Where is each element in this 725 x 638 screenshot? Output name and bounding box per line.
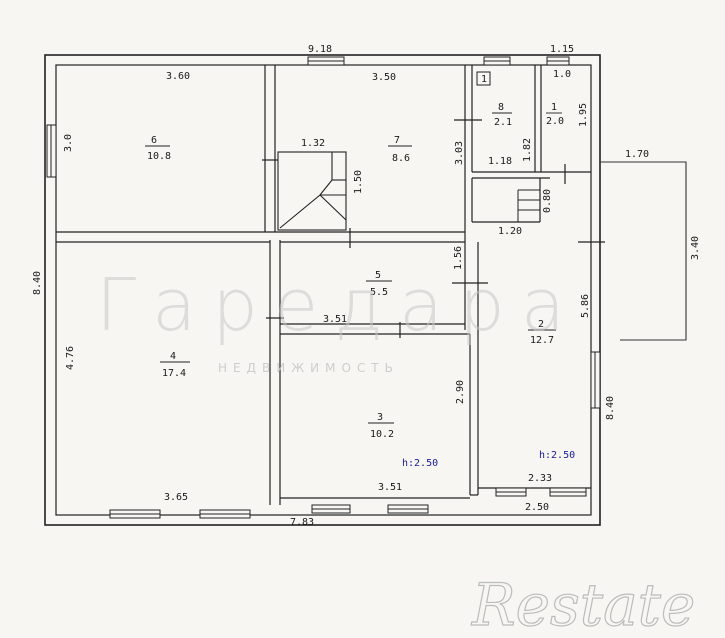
dim-r3-width: 3.51 bbox=[378, 482, 402, 493]
room-2-number: 2 bbox=[538, 319, 544, 330]
dim-r7-width: 3.50 bbox=[372, 72, 396, 83]
dim-r1-width: 1.0 bbox=[553, 69, 571, 80]
dim-r7-height: 3.03 bbox=[454, 141, 465, 165]
dim-r5-width: 3.51 bbox=[323, 314, 347, 325]
room-6-area: 10.8 bbox=[147, 151, 171, 162]
room-4-area: 17.4 bbox=[162, 368, 186, 379]
small-marked-box bbox=[476, 71, 491, 86]
room-4-number: 4 bbox=[170, 351, 176, 362]
dim-bottom-left: 7.83 bbox=[290, 517, 314, 528]
dim-r6-width: 3.60 bbox=[166, 71, 190, 82]
dim-porch-width: 1.70 bbox=[625, 149, 649, 160]
room-7-area: 8.6 bbox=[392, 153, 410, 164]
watermark-logo: Restate bbox=[471, 571, 695, 638]
room-2-area: 12.7 bbox=[530, 335, 554, 346]
dim-r5-height: 1.56 bbox=[453, 246, 464, 270]
room-2-ceiling: h:2.50 bbox=[539, 450, 575, 461]
dim-top-total: 9.18 bbox=[308, 44, 332, 55]
dim-r8-height: 1.82 bbox=[522, 138, 533, 162]
room-8-area: 2.1 bbox=[494, 117, 512, 128]
dim-hall-width: 1.20 bbox=[498, 226, 522, 237]
windows bbox=[46, 56, 601, 519]
room-5-number: 5 bbox=[375, 270, 381, 281]
dim-right-total: 8.40 bbox=[605, 396, 616, 420]
room-8-number: 8 bbox=[498, 102, 504, 113]
dim-r4-height: 4.76 bbox=[65, 346, 76, 370]
staircase bbox=[277, 151, 347, 231]
dim-r3-height: 2.90 bbox=[455, 380, 466, 404]
dim-r1-height: 1.95 bbox=[578, 103, 589, 127]
dim-r2-height: 5.86 bbox=[580, 294, 591, 318]
room-1-area: 2.0 bbox=[546, 116, 564, 127]
room-6-number: 6 bbox=[151, 135, 157, 146]
dim-r8-width: 1.18 bbox=[488, 156, 512, 167]
dim-top-right: 1.15 bbox=[550, 44, 574, 55]
room-3-ceiling: h:2.50 bbox=[402, 458, 438, 469]
small-mark-label: 1 bbox=[481, 74, 487, 85]
dim-r6-height: 3.0 bbox=[63, 134, 74, 152]
door-marks bbox=[262, 119, 605, 338]
dim-left-total: 8.40 bbox=[32, 271, 43, 295]
watermark-agency-sub: НЕДВИЖИМОСТЬ bbox=[218, 361, 399, 375]
watermark-agency: Гаредара bbox=[96, 263, 581, 347]
dim-bottom-right: 2.50 bbox=[525, 502, 549, 513]
room-3-area: 10.2 bbox=[370, 429, 394, 440]
dim-porch-height: 3.40 bbox=[690, 236, 701, 260]
porch-outline bbox=[600, 161, 687, 341]
dim-stair-height: 1.50 bbox=[353, 170, 364, 194]
dim-r2-width: 2.33 bbox=[528, 473, 552, 484]
room-7-number: 7 bbox=[394, 135, 400, 146]
dim-hall-step: 0.80 bbox=[542, 189, 553, 213]
room-3-number: 3 bbox=[377, 412, 383, 423]
room-1-number: 1 bbox=[551, 102, 557, 113]
room-5-area: 5.5 bbox=[370, 287, 388, 298]
interior-walls bbox=[56, 65, 591, 505]
dim-r4-width: 3.65 bbox=[164, 492, 188, 503]
dim-stair-width: 1.32 bbox=[301, 138, 325, 149]
room-labels bbox=[145, 112, 562, 424]
hall-steps bbox=[517, 189, 540, 222]
